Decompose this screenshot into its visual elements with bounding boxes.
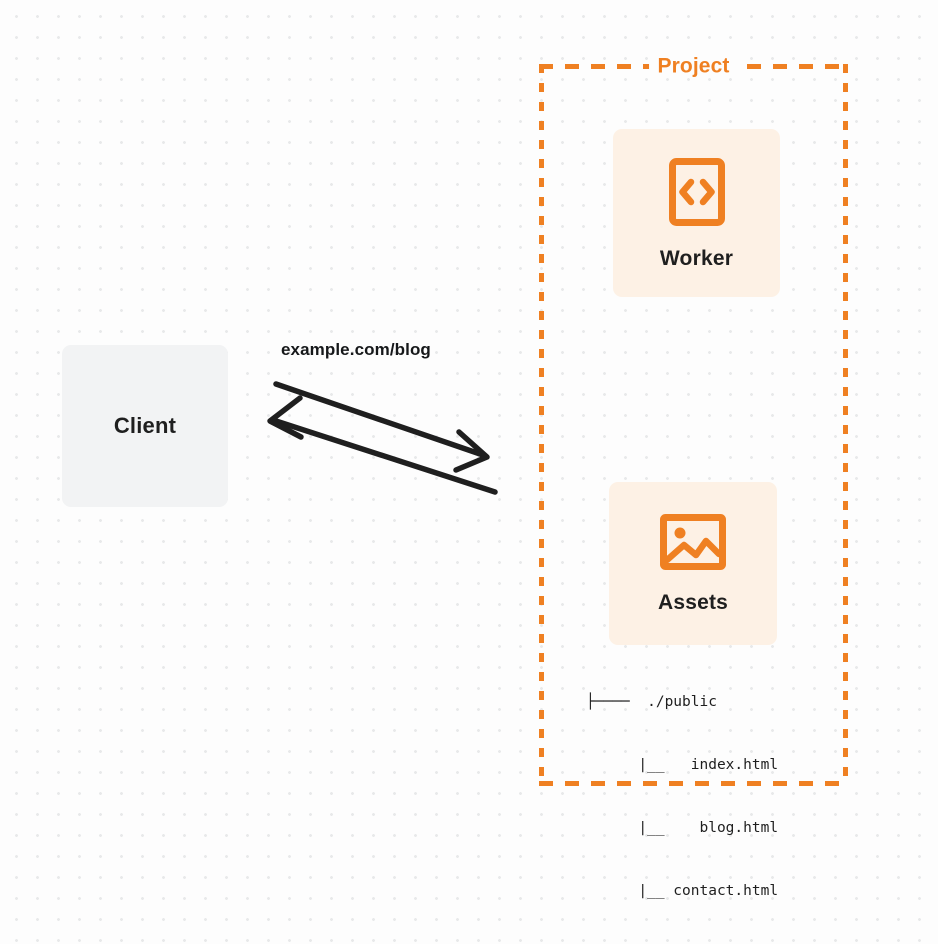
edge-request-label: example.com/blog xyxy=(281,340,431,359)
project-group: Project xyxy=(539,55,848,786)
tree-row-blog-html: |__ blog.html xyxy=(586,820,779,836)
code-brackets-icon xyxy=(668,157,725,226)
node-worker-label: Worker xyxy=(659,246,734,270)
edge-request-arrow xyxy=(273,381,490,473)
project-border-bottom xyxy=(539,781,848,786)
asset-file-tree: ├──── ./public |__ index.html |__ blog.h… xyxy=(586,650,778,944)
tree-row-public: ├──── ./public xyxy=(586,694,717,710)
edge-response-arrow xyxy=(267,395,498,495)
project-border-left xyxy=(539,64,544,786)
tree-row-index-html: |__ index.html xyxy=(586,757,779,773)
tree-row-contact-html: |__ contact.html xyxy=(586,883,779,899)
node-client[interactable]: Client xyxy=(62,345,228,507)
image-icon xyxy=(660,514,726,570)
project-border-right xyxy=(843,64,848,786)
project-group-label: Project xyxy=(648,55,739,77)
node-worker[interactable]: Worker xyxy=(613,129,780,297)
node-assets-label: Assets xyxy=(657,591,729,614)
node-assets[interactable]: Assets xyxy=(609,482,777,645)
diagram-canvas: Project Worker Assets ├──── ./public |__… xyxy=(62,55,848,899)
node-client-label: Client xyxy=(113,413,177,438)
